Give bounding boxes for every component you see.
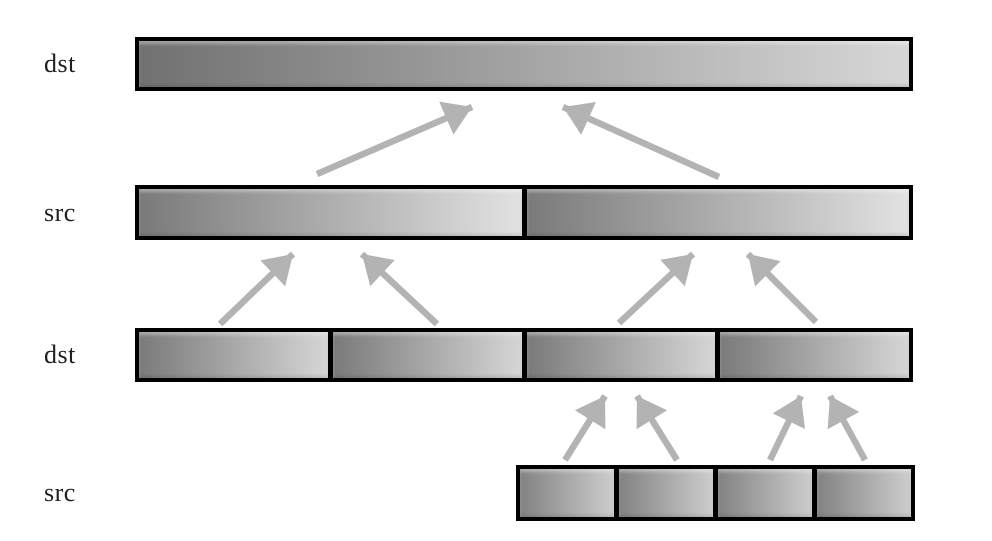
- merge-arrow: [634, 394, 680, 462]
- merge-arrow: [745, 251, 819, 325]
- buffer-segment: [139, 332, 328, 378]
- merge-arrow: [562, 394, 608, 462]
- dst-buffer-bar-pass1: [135, 328, 913, 382]
- row-label-dst-final: dst: [44, 49, 76, 78]
- merge-arrow: [827, 394, 868, 462]
- buffer-segment: [139, 41, 909, 87]
- row-label-src-pass2: src: [44, 197, 76, 227]
- buffer-segment: [718, 469, 812, 517]
- merge-arrow: [561, 102, 721, 180]
- buffer-segment: [526, 189, 909, 236]
- row-label-src-initial: src: [44, 478, 76, 507]
- merge-arrow: [767, 394, 805, 462]
- row-label-dst-pass1: dst: [44, 340, 76, 369]
- dst-buffer-bar-final: [135, 37, 913, 91]
- merge-arrow: [217, 251, 296, 327]
- buffer-segment: [332, 332, 522, 378]
- buffer-segment: [619, 469, 713, 517]
- buffer-segment: [526, 332, 716, 378]
- merge-arrow: [616, 251, 696, 326]
- src-buffer-bar-pass2: [135, 185, 913, 240]
- buffer-segment: [520, 469, 614, 517]
- buffer-segment: [720, 332, 909, 378]
- buffer-segment: [139, 189, 522, 236]
- src-buffer-bar-initial: [516, 465, 915, 521]
- buffer-segment: [817, 469, 911, 517]
- merge-arrow: [315, 101, 474, 177]
- merge-arrow: [359, 251, 440, 327]
